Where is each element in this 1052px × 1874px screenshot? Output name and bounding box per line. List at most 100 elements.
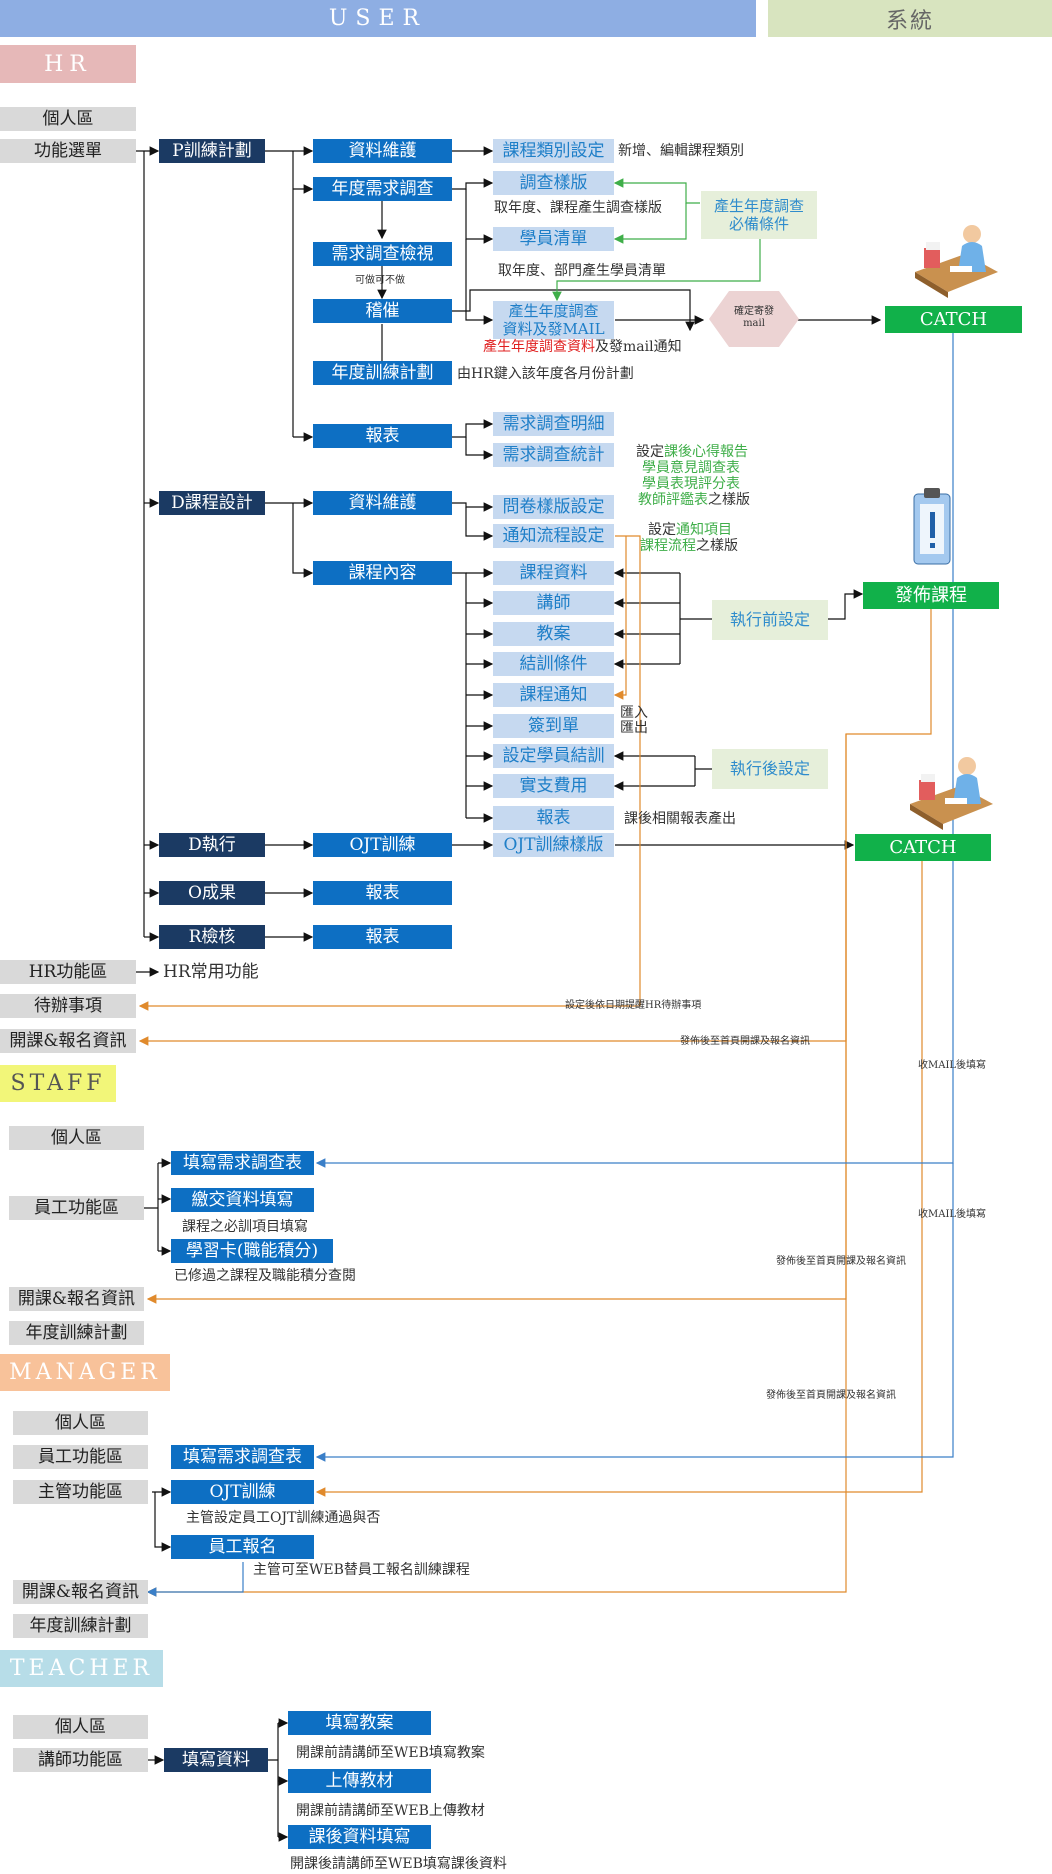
survey-detail-report[interactable]: 需求調查明細 <box>493 412 614 436</box>
generate-survey-conditions-line1: 產生年度調查 <box>713 196 804 215</box>
d-execution[interactable]: D執行 <box>159 833 265 857</box>
set-student-completion[interactable]: 設定學員結訓 <box>493 744 614 768</box>
confirm-send-mail-hexagon[interactable] <box>709 291 799 347</box>
staff-mail-note: 收MAIL後填寫 <box>918 1060 987 1071</box>
ojt-training[interactable]: OJT訓練 <box>313 833 452 857</box>
system-header: 系統 <box>768 0 1052 37</box>
notify-settings-item2: 課程流程 <box>640 538 696 555</box>
survey-template-note: 取年度、課程產生調查樣版 <box>494 200 662 216</box>
o-result[interactable]: O成果 <box>159 881 265 905</box>
d-data-maintenance[interactable]: 資料維護 <box>313 491 452 515</box>
manager-enroll-note: 主管可至WEB替員工報名訓練課程 <box>253 1562 470 1578</box>
hr-todo[interactable]: 待辦事項 <box>0 994 136 1018</box>
generate-mail-note-rest: 及發mail通知 <box>595 339 682 355</box>
clipboard-alert-icon <box>913 488 951 565</box>
teacher-fill-lesson-plan[interactable]: 填寫教案 <box>288 1711 431 1735</box>
annual-demand-survey[interactable]: 年度需求調查 <box>313 177 452 201</box>
template-settings-prefix: 設定 <box>636 444 664 460</box>
publish-course[interactable]: 發佈課程 <box>863 582 999 609</box>
ojt-training-template[interactable]: OJT訓練樣版 <box>493 833 614 857</box>
staff-personal-area[interactable]: 個人區 <box>9 1126 144 1150</box>
template-settings-item4: 教師評鑑表 <box>638 492 708 509</box>
teacher-after-course-data[interactable]: 課後資料填寫 <box>288 1825 431 1849</box>
pre-execution-setting[interactable]: 執行前設定 <box>712 600 828 640</box>
generate-survey-and-mail-line1: 產生年度調查 <box>508 301 599 320</box>
p-report[interactable]: 報表 <box>313 424 452 448</box>
course-report[interactable]: 報表 <box>493 806 614 830</box>
survey-template[interactable]: 調查樣版 <box>493 171 614 195</box>
teacher-upload-note: 開課前請講師至WEB上傳教材 <box>296 1803 485 1819</box>
course-info[interactable]: 課程資料 <box>493 561 614 585</box>
questionnaire-template-setting[interactable]: 問卷樣版設定 <box>493 495 614 519</box>
template-settings-item2: 學員意見調查表 <box>642 460 740 477</box>
d-course-design[interactable]: D課程設計 <box>159 491 265 515</box>
hr-function-area[interactable]: HR功能區 <box>0 960 136 984</box>
annual-training-plan[interactable]: 年度訓練計劃 <box>313 361 452 385</box>
teacher-function-area[interactable]: 講師功能區 <box>13 1748 148 1772</box>
sign-in-sheet[interactable]: 簽到單 <box>493 714 614 738</box>
teacher-personal-area[interactable]: 個人區 <box>13 1715 148 1739</box>
generate-mail-note-highlight: 產生年度調查資料 <box>483 339 595 355</box>
post-execution-setting[interactable]: 執行後設定 <box>712 749 828 789</box>
reminder[interactable]: 稽催 <box>313 299 452 323</box>
completion-conditions[interactable]: 結訓條件 <box>493 652 614 676</box>
user-header: USER <box>0 0 756 37</box>
r-check[interactable]: R檢核 <box>159 925 265 949</box>
staff-learning-card[interactable]: 學習卡(職能積分) <box>171 1239 333 1263</box>
staff-annual-plan[interactable]: 年度訓練計劃 <box>9 1321 144 1345</box>
manager-annual-plan[interactable]: 年度訓練計劃 <box>13 1614 148 1638</box>
manager-personal-area[interactable]: 個人區 <box>13 1411 148 1435</box>
r-report[interactable]: 報表 <box>313 925 452 949</box>
staff-submit-data[interactable]: 繳交資料填寫 <box>171 1188 314 1212</box>
student-list-note: 取年度、部門產生學員清單 <box>498 263 666 279</box>
actual-expenses[interactable]: 實支費用 <box>493 774 614 798</box>
staff-fill-survey[interactable]: 填寫需求調查表 <box>171 1151 314 1175</box>
todo-note: 設定後依日期提醒HR待辦事項 <box>565 1000 702 1011</box>
generate-survey-and-mail-line2: 資料及發MAIL <box>502 319 605 338</box>
notify-flow-setting[interactable]: 通知流程設定 <box>493 524 614 548</box>
p-data-maintenance[interactable]: 資料維護 <box>313 139 452 163</box>
teacher-fill-data[interactable]: 填寫資料 <box>164 1748 268 1772</box>
template-settings-item1: 課後心得報告 <box>664 444 748 460</box>
catch-system-1: CATCH <box>885 306 1022 333</box>
lesson-plan[interactable]: 教案 <box>493 622 614 646</box>
manager-function-area[interactable]: 主管功能區 <box>13 1480 148 1504</box>
generate-survey-and-mail[interactable]: 產生年度調查 資料及發MAIL <box>493 301 614 339</box>
generate-mail-note: 產生年度調查資料及發mail通知 <box>483 339 682 356</box>
survey-review[interactable]: 需求調查檢視 <box>313 242 452 266</box>
person-at-desk-icon <box>915 225 998 298</box>
export-label: 匯出 <box>620 720 648 737</box>
staff-open-note: 發佈後至首頁開課及報名資訊 <box>776 1256 906 1267</box>
manager-ojt-training[interactable]: OJT訓練 <box>171 1480 314 1504</box>
hr-common-functions: HR常用功能 <box>163 962 259 982</box>
optional-note: 可做可不做 <box>355 275 405 286</box>
staff-mail-note-2: 收MAIL後填寫 <box>918 1209 987 1220</box>
course-content[interactable]: 課程內容 <box>313 561 452 585</box>
role-staff: STAFF <box>0 1065 116 1102</box>
manager-open-enroll-info[interactable]: 開課&報名資訊 <box>13 1580 148 1604</box>
manager-staff-function-area[interactable]: 員工功能區 <box>13 1445 148 1469</box>
course-notice[interactable]: 課程通知 <box>493 683 614 707</box>
staff-function-area[interactable]: 員工功能區 <box>9 1196 144 1220</box>
student-list[interactable]: 學員清單 <box>493 227 614 251</box>
notify-settings-prefix: 設定 <box>648 522 676 538</box>
catch-system-2: CATCH <box>855 834 991 861</box>
manager-fill-survey[interactable]: 填寫需求調查表 <box>171 1445 314 1469</box>
teacher-upload-material[interactable]: 上傳教材 <box>288 1769 431 1793</box>
survey-stats-report[interactable]: 需求調查統計 <box>493 443 614 467</box>
o-report[interactable]: 報表 <box>313 881 452 905</box>
person-at-desk-icon <box>910 757 993 830</box>
hr-open-enroll-info[interactable]: 開課&報名資訊 <box>0 1029 136 1053</box>
template-settings-item3: 學員表現評分表 <box>642 476 740 493</box>
course-type-setting[interactable]: 課程類別設定 <box>493 139 614 163</box>
p-training-plan[interactable]: P訓練計劃 <box>159 139 265 163</box>
confirm-send-line2: mail <box>743 318 765 329</box>
instructor[interactable]: 講師 <box>493 591 614 615</box>
staff-open-enroll-info[interactable]: 開課&報名資訊 <box>9 1287 144 1311</box>
hr-personal-area[interactable]: 個人區 <box>0 107 136 131</box>
manager-staff-enroll[interactable]: 員工報名 <box>171 1535 314 1559</box>
hr-function-menu[interactable]: 功能選單 <box>0 139 136 163</box>
generate-survey-conditions-line2: 必備條件 <box>728 214 789 233</box>
role-manager: MANAGER <box>0 1354 170 1391</box>
